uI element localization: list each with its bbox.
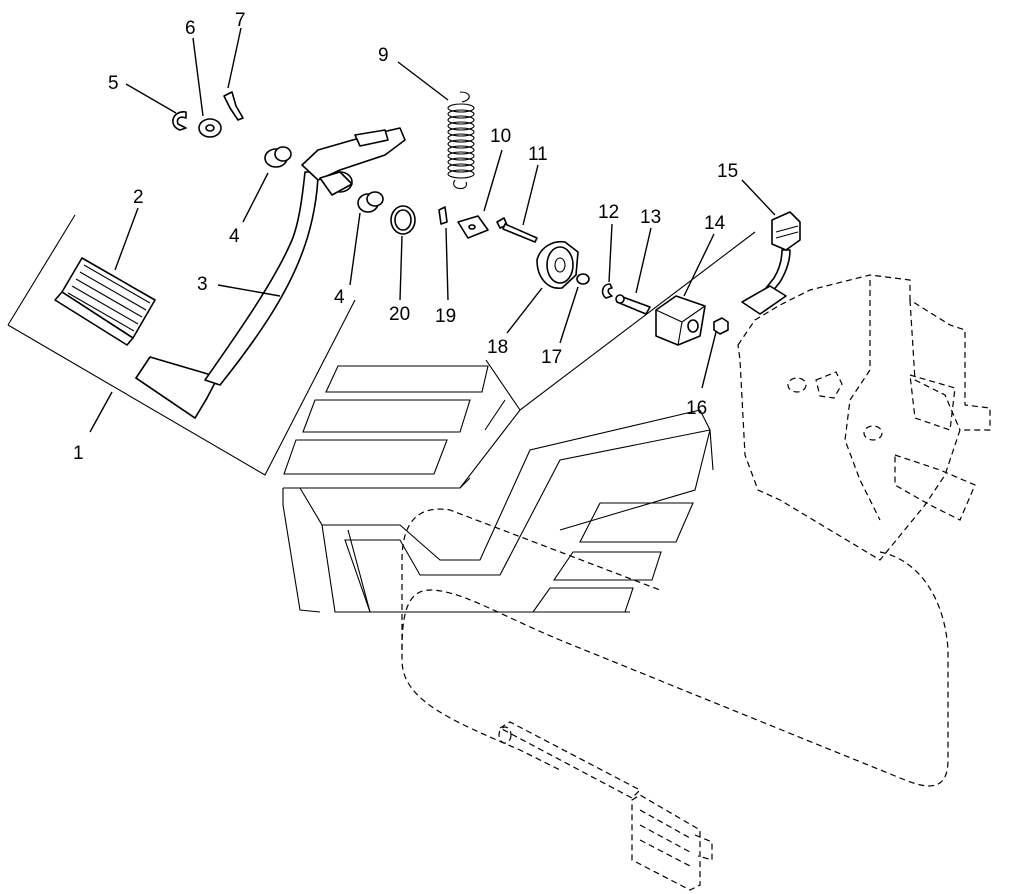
callout-17: 17	[541, 347, 562, 368]
bushing-lower	[357, 191, 384, 213]
callout-13: 13	[640, 207, 661, 228]
callout-2: 2	[133, 187, 144, 208]
clevis-pin	[223, 91, 244, 121]
callout-20: 20	[389, 304, 410, 325]
retaining-clip	[601, 283, 613, 299]
return-spring	[447, 91, 475, 190]
spring-clip	[438, 206, 448, 225]
callout-10: 10	[490, 126, 511, 147]
callout-6: 6	[185, 18, 196, 39]
brake-cable-dashed	[401, 508, 949, 787]
callout-14: 14	[704, 213, 726, 234]
callout-4-upper: 4	[229, 226, 240, 247]
switch-plunger	[615, 294, 651, 315]
brake-switch	[655, 295, 706, 346]
callout-3: 3	[197, 274, 208, 295]
callout-12: 12	[598, 202, 619, 223]
floor-panel	[7, 214, 356, 476]
callout-7: 7	[235, 10, 246, 31]
mounting-plate	[457, 215, 489, 239]
callout-16: 16	[686, 398, 707, 419]
pedal-pad	[54, 257, 156, 346]
callout-1: 1	[73, 443, 84, 464]
leader-lines	[89, 27, 776, 433]
callout-5: 5	[108, 73, 119, 94]
callout-labels: 1 2 3 4 4 5 6 7 9 10 11 12 13 14 15 16 1…	[73, 10, 738, 464]
parking-lever-shaft	[498, 721, 713, 891]
bolt	[496, 217, 538, 243]
callout-11: 11	[528, 144, 548, 165]
washer-6	[198, 118, 222, 138]
callout-18: 18	[487, 337, 508, 358]
callout-4-lower: 4	[334, 287, 345, 308]
callout-19: 19	[435, 306, 456, 327]
nut	[713, 317, 729, 335]
mounting-bracket	[737, 274, 991, 561]
pressure-sensor-harness	[741, 211, 801, 315]
callout-9: 9	[378, 45, 389, 66]
bushing-upper	[264, 146, 292, 168]
washer-17	[576, 273, 590, 285]
e-clip	[172, 111, 187, 131]
cam-pulley	[536, 240, 579, 289]
washer-20	[390, 205, 416, 235]
brake-pedal-arm	[135, 127, 406, 419]
callout-15: 15	[717, 161, 738, 182]
ghost-body-outline	[282, 231, 756, 613]
